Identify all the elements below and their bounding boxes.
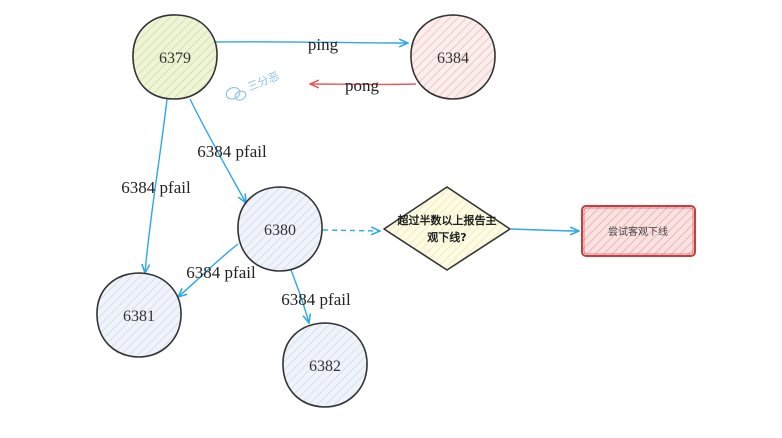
edge-6379-to-6380: [189, 98, 246, 203]
node-6384: 6384: [410, 14, 496, 100]
watermark-text: 三分恶: [246, 69, 281, 93]
node-6379-label: 6379: [159, 50, 191, 67]
edge-label-pong: pong: [345, 76, 380, 95]
node-6381-label: 6381: [123, 308, 155, 325]
result-label: 尝试客观下线: [608, 225, 668, 238]
node-6379: 6379: [132, 14, 218, 100]
edge-decision-to-result: [510, 229, 579, 231]
edge-label-6380-6382: 6384 pfail: [281, 290, 351, 309]
node-6382-label: 6382: [309, 358, 341, 375]
edge-label-ping: ping: [308, 35, 339, 54]
edge-label-6379-6380: 6384 pfail: [197, 142, 267, 161]
edge-ping: [213, 42, 408, 43]
node-6381: 6381: [96, 272, 182, 358]
edge-6380-to-6382: [290, 269, 309, 323]
result-box: 尝试客观下线: [581, 205, 696, 257]
decision-text-line2: 观下线?: [427, 230, 466, 244]
node-6382: 6382: [282, 322, 368, 408]
edge-label-6379-6381: 6384 pfail: [121, 178, 191, 197]
node-6380: 6380: [237, 186, 323, 272]
decision-diamond: 超过半数以上报告主 观下线?: [383, 186, 511, 271]
watermark: 三分恶: [225, 69, 281, 101]
node-6380-label: 6380: [264, 222, 296, 239]
decision-text-line1: 超过半数以上报告主: [397, 213, 497, 227]
edge-6380-to-6381: [178, 243, 239, 297]
edge-6379-to-6381: [145, 98, 168, 273]
node-6384-label: 6384: [437, 50, 469, 67]
edge-6380-to-decision: [322, 230, 380, 231]
wechat-icon: [225, 86, 247, 101]
edge-label-6380-6381: 6384 pfail: [186, 263, 256, 282]
